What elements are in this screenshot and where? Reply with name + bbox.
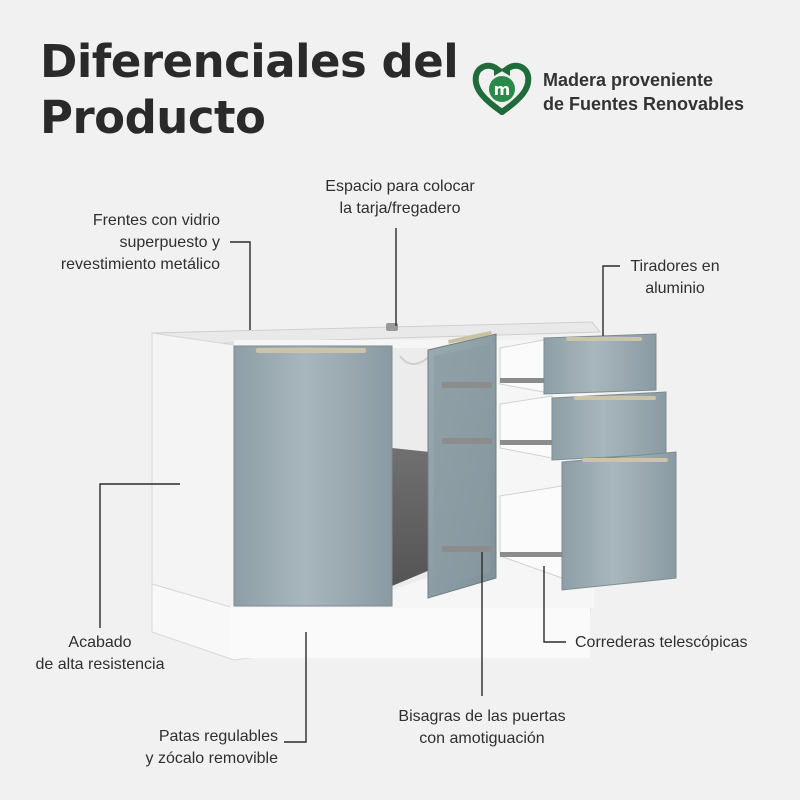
left-door-handle (256, 348, 366, 353)
label-legs: Patas regulables y zócalo removible (146, 726, 279, 770)
label-fronts: Frentes con vidrio superpuesto y revesti… (61, 210, 220, 276)
page-title: Diferenciales del Producto (40, 34, 459, 146)
label-fronts-line-1: Frentes con vidrio (92, 212, 220, 229)
badge-text: Madera proveniente de Fuentes Renovables (543, 68, 744, 116)
drawer-1-handle (566, 337, 642, 341)
label-hinges-line-2: con amotiguación (419, 730, 545, 747)
badge-line-1: Madera proveniente (543, 70, 714, 90)
open-door-handle (447, 330, 492, 344)
label-hinges-line-1: Bisagras de las puertas (398, 708, 566, 725)
label-legs-line-1: Patas regulables (158, 728, 278, 745)
label-slides-line-1: Correderas telescópicas (575, 634, 748, 651)
interior-shadow (392, 448, 430, 586)
label-sink-line-1: Espacio para colocar (325, 178, 475, 195)
label-handles-line-2: aluminio (645, 280, 705, 297)
drawer-2-front (551, 391, 667, 461)
label-handles-line-1: Tiradores en (630, 258, 720, 275)
drawer-3-handle (582, 458, 668, 462)
callout-line-slides (543, 566, 566, 643)
label-hinges: Bisagras de las puertas con amotiguación (372, 706, 592, 750)
hinge-1 (442, 382, 492, 388)
sink-drain (386, 323, 398, 331)
callout-lines (99, 228, 620, 743)
drawer-1-box (499, 339, 545, 393)
label-legs-line-2: y zócalo removible (145, 750, 279, 767)
recycle-heart-m-icon: m (472, 62, 532, 115)
callout-line-fronts (230, 241, 251, 330)
callout-line-legs (284, 632, 307, 743)
drawer-1-front (543, 333, 657, 395)
label-sink-line-2: la tarja/fregadero (339, 200, 461, 217)
title-line-1: Diferenciales del (40, 35, 459, 88)
label-handles: Tiradores en aluminio (618, 256, 732, 300)
label-fronts-line-3: revestimiento metálico (60, 256, 220, 273)
left-door-glass (233, 345, 393, 607)
label-fronts-line-2: superpuesto y (119, 234, 220, 251)
slide-2 (500, 440, 552, 445)
slide-1 (500, 378, 544, 383)
slide-3 (500, 552, 562, 557)
label-sink: Espacio para colocar la tarja/fregadero (300, 176, 500, 220)
label-finish-line-2: de alta resistencia (35, 656, 165, 673)
drawer-2-box (499, 395, 553, 459)
label-slides: Correderas telescópicas (575, 632, 748, 654)
callout-line-handles (602, 265, 620, 336)
hinge-2 (442, 438, 492, 444)
drawer-2-handle (574, 396, 656, 400)
callout-line-finish (99, 483, 180, 628)
drawer-3-front (561, 451, 677, 591)
plinth-front (230, 606, 590, 658)
label-finish: Acabado de alta resistencia (18, 632, 182, 676)
cabinet-side-panel (151, 332, 235, 609)
title-line-2: Producto (40, 91, 266, 144)
label-finish-line-1: Acabado (68, 634, 132, 651)
renewable-wood-badge: m Madera proveniente de Fuentes Renovabl… (470, 58, 770, 118)
badge-line-2: de Fuentes Renovables (543, 94, 745, 114)
badge-letter: m (494, 80, 511, 99)
open-door-inner (434, 344, 490, 590)
hinge-3 (442, 546, 492, 552)
sink-notch (399, 355, 431, 365)
